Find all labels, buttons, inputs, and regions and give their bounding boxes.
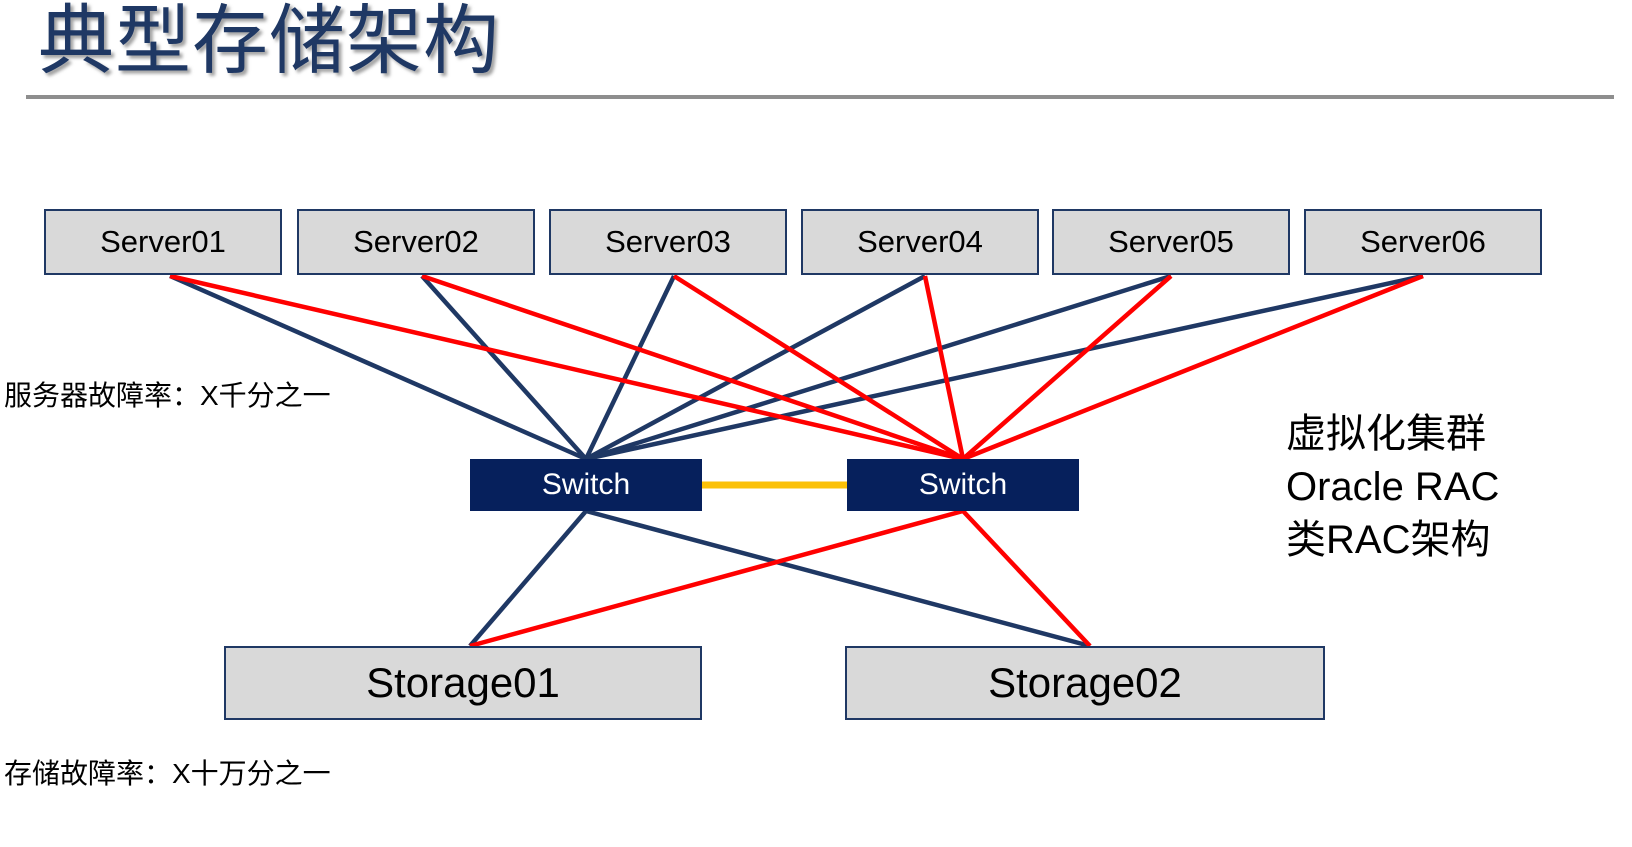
link-server1-to-switch-right	[169, 273, 964, 462]
server-box-2[interactable]: Server02	[297, 209, 535, 275]
link-switch-right-to-storage2	[961, 509, 1092, 648]
cluster-note-line-2: Oracle RAC	[1286, 465, 1500, 509]
link-switch-right-to-storage1	[469, 508, 964, 649]
server-label: Server04	[857, 224, 983, 259]
server-failure-rate-note: 服务器故障率：X千分之一	[4, 380, 331, 411]
storage-failure-rate-note: 存储故障率：X十万分之一	[4, 758, 331, 789]
server-box-6[interactable]: Server06	[1304, 209, 1542, 275]
link-server2-to-switch-left	[420, 274, 588, 461]
link-server6-to-switch-right	[962, 273, 1424, 462]
server-label: Server05	[1108, 224, 1234, 259]
storage-label: Storage02	[988, 659, 1182, 706]
link-server3-to-switch-right	[672, 274, 965, 461]
link-server4-to-switch-right	[922, 275, 966, 460]
link-server1-to-switch-left	[169, 273, 587, 462]
server-label: Server02	[353, 224, 479, 259]
storage-box-2[interactable]: Storage02	[845, 646, 1325, 720]
link-server3-to-switch-left	[583, 275, 677, 460]
server-box-4[interactable]: Server04	[801, 209, 1039, 275]
cluster-type-note: 虚拟化集群 Oracle RAC 类RAC架构	[1286, 408, 1499, 567]
server-label: Server06	[1360, 224, 1486, 259]
switch-box-left[interactable]: Switch	[470, 459, 702, 511]
link-server6-to-switch-left	[585, 273, 1424, 462]
server-box-5[interactable]: Server05	[1052, 209, 1290, 275]
switch-label: Switch	[918, 468, 1008, 501]
switch-label: Switch	[541, 468, 631, 501]
link-server4-to-switch-left	[584, 274, 927, 461]
server-box-1[interactable]: Server01	[44, 209, 282, 275]
cluster-note-line-3: 类RAC架构	[1286, 518, 1491, 562]
server-label: Server03	[605, 224, 731, 259]
link-switch-left-to-storage1	[468, 509, 588, 648]
link-switch-left-to-storage2	[585, 508, 1091, 649]
storage-label: Storage01	[366, 659, 560, 706]
server-box-3[interactable]: Server03	[549, 209, 787, 275]
title-divider	[26, 95, 1614, 99]
switch-box-right[interactable]: Switch	[847, 459, 1079, 511]
link-server5-to-switch-right	[961, 274, 1173, 461]
storage-box-1[interactable]: Storage01	[224, 646, 702, 720]
link-server5-to-switch-left	[585, 273, 1172, 462]
cluster-note-line-1: 虚拟化集群	[1286, 412, 1486, 456]
page-title: 典型存储架构	[38, 0, 500, 84]
link-server2-to-switch-right	[421, 273, 964, 462]
server-label: Server01	[100, 224, 226, 259]
